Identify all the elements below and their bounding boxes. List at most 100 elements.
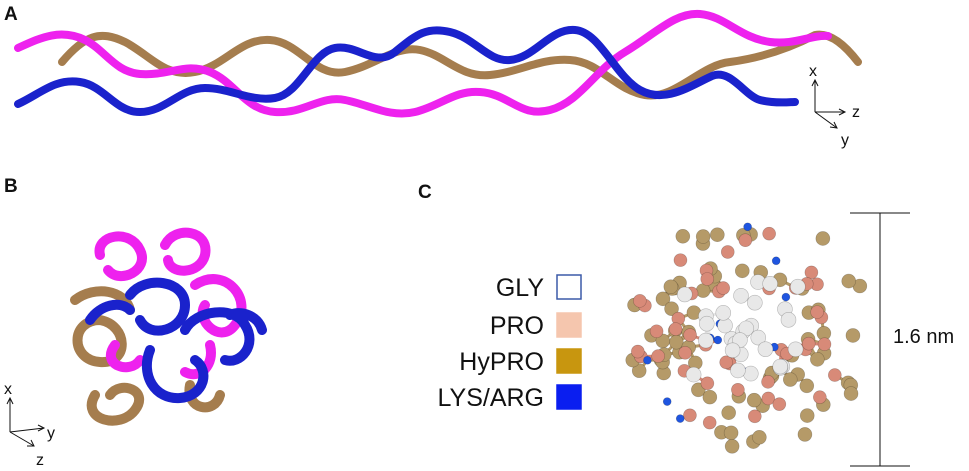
scale-bar-label: 1.6 nm — [893, 326, 954, 348]
atom — [845, 328, 861, 343]
atom — [664, 301, 679, 316]
atom — [643, 355, 652, 365]
atom — [724, 439, 740, 454]
atom — [731, 382, 745, 397]
atom — [804, 265, 819, 280]
end-view-brown — [70, 286, 225, 426]
strand-blue — [14, 25, 799, 117]
atom — [678, 345, 692, 360]
atom — [772, 358, 789, 375]
legend-label-hypro: HyPRO — [459, 348, 544, 376]
end-view-blue — [85, 277, 267, 404]
atom — [787, 341, 804, 358]
atom — [668, 322, 683, 336]
atom — [675, 414, 685, 423]
end-view-magenta — [94, 227, 247, 379]
legend-label-gly: GLY — [496, 274, 544, 302]
atom — [655, 291, 671, 307]
atom — [813, 390, 827, 404]
legend-swatch-pro — [556, 312, 582, 338]
atom — [723, 425, 739, 441]
axis-label-z-a: z — [852, 104, 860, 121]
atom — [782, 372, 798, 387]
legend: GLY PRO HyPRO LYS/ARG — [437, 274, 582, 412]
atom — [720, 245, 735, 259]
legend-label-pro: PRO — [490, 312, 544, 340]
atom — [673, 253, 688, 267]
atom — [683, 328, 697, 342]
axis-label-y-b: y — [47, 425, 55, 442]
atom — [743, 222, 752, 232]
atom — [738, 233, 753, 248]
atom — [747, 294, 763, 311]
atom — [799, 378, 815, 394]
atom — [752, 429, 767, 445]
atom — [746, 392, 762, 408]
atom — [757, 341, 774, 357]
atom — [762, 226, 776, 241]
atom — [843, 386, 859, 401]
atom — [633, 294, 647, 308]
legend-swatch-gly — [556, 274, 582, 300]
axis-label-z-b: z — [36, 452, 44, 469]
atom — [702, 415, 717, 430]
legend-label-lys-arg: LYS/ARG — [437, 384, 544, 412]
atom — [651, 349, 665, 363]
atom — [675, 228, 691, 244]
triple-helix-end-view — [70, 227, 267, 426]
atom — [715, 305, 732, 321]
atom — [733, 287, 749, 304]
axes-triad-a — [811, 78, 847, 129]
atom — [724, 342, 741, 359]
atom — [743, 365, 759, 382]
atom — [631, 363, 647, 379]
atom — [781, 292, 791, 302]
atom — [663, 279, 679, 295]
atom — [799, 408, 815, 423]
atom — [700, 376, 715, 391]
axis-label-x-a: x — [809, 63, 817, 80]
triple-helix-side-view — [14, 9, 862, 118]
legend-swatch-lys-arg — [556, 384, 582, 410]
atom — [655, 333, 671, 349]
atom — [762, 276, 778, 292]
atom — [710, 227, 725, 243]
panel-letter-c: C — [418, 182, 432, 203]
atom — [841, 273, 857, 289]
atom — [810, 305, 824, 319]
atom — [631, 344, 645, 359]
atom — [699, 315, 715, 332]
panel-letter-b: B — [4, 176, 18, 197]
atom — [815, 231, 831, 246]
atom — [734, 263, 750, 279]
atom — [702, 389, 718, 405]
atom — [771, 256, 781, 266]
atom — [730, 362, 746, 379]
scale-bar — [850, 212, 910, 467]
atom — [738, 320, 755, 337]
legend-swatch-hypro — [556, 348, 582, 374]
atom — [649, 324, 664, 339]
atom — [721, 405, 736, 421]
axis-label-y-a: y — [841, 132, 849, 149]
atom — [828, 368, 842, 382]
atom — [817, 337, 832, 351]
atom — [790, 278, 806, 295]
atom — [698, 332, 714, 349]
atom — [716, 281, 731, 295]
strand-magenta — [14, 9, 832, 118]
atom — [685, 366, 702, 383]
atom — [761, 375, 775, 389]
atom — [810, 352, 825, 367]
ball-and-stick-cross-section — [625, 222, 868, 454]
panel-letter-a: A — [4, 4, 18, 25]
atom — [662, 397, 672, 406]
axis-label-x-b: x — [4, 381, 12, 398]
atom — [750, 329, 767, 346]
atom — [695, 229, 711, 244]
atom — [780, 312, 797, 328]
atom — [719, 355, 733, 370]
atom — [676, 286, 693, 303]
